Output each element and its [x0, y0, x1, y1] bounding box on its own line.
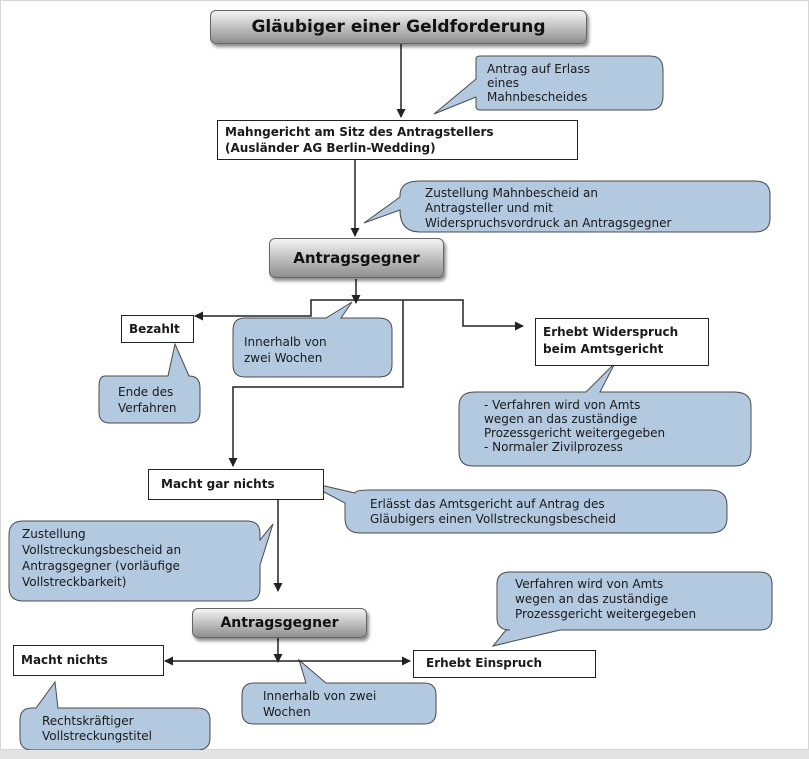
- callout-bubble-antrag-erlass: [433, 55, 664, 115]
- title-pill: Gläubiger einer Geldforderung: [210, 10, 587, 44]
- arrow-to-macht-gar-nichts: [228, 300, 404, 467]
- callout-bubble-verfahren-zivilprozess: [458, 362, 752, 467]
- callout-bubble-innerhalb-2: [241, 658, 437, 725]
- box-einspruch: Erhebt Einspruch: [413, 650, 596, 678]
- callout-bubble-zustellung-mahnbescheid: [363, 180, 771, 233]
- callout-bubble-innerhalb-1: [232, 301, 393, 378]
- callout-antrag-erlass: Antrag auf Erlass eines Mahnbescheides: [487, 62, 590, 104]
- callout-verfahren-prozessgericht: Verfahren wird von Amts wegen an das zus…: [515, 577, 697, 621]
- callout-rechtskraeftig: Rechtskräftiger Vollstreckungstitel: [42, 714, 153, 743]
- callout-zustellung-mahnbescheid: Zustellung Mahnbescheid an Antragsteller…: [425, 186, 672, 230]
- callout-bubble-ende-verfahren: [98, 342, 201, 424]
- box-mahngericht: Mahngericht am Sitz des Antragstellers (…: [217, 120, 578, 160]
- box-widerspruch: Erhebt Widerspruch beim Amtsgericht: [535, 318, 709, 366]
- callout-bubble-zustellung-vollstreckung: [8, 520, 274, 602]
- bottom-bar: [0, 750, 809, 759]
- arrow-to-bezahlt: [194, 299, 356, 321]
- arrow-to-widerspruch: [356, 299, 524, 331]
- callout-bubble-erlaesst-amtsgericht: [302, 480, 728, 534]
- callout-innerhalb-2: Innerhalb von zwei Wochen: [263, 689, 377, 719]
- callout-innerhalb-1: Innerhalb von zwei Wochen: [244, 335, 327, 365]
- box-bezahlt: Bezahlt: [121, 315, 194, 343]
- callout-erlaesst-amtsgericht: Erlässt das Amtsgericht auf Antrag des G…: [370, 497, 617, 526]
- pill-antragsgegner-1: Antragsgegner: [269, 238, 444, 278]
- box-macht-nichts: Macht nichts: [13, 645, 164, 676]
- box-macht-gar-nichts: Macht gar nichts: [148, 469, 324, 500]
- callout-bubble-rechtskraeftig: [19, 680, 211, 751]
- pill-antragsgegner-2: Antragsgegner: [192, 608, 367, 638]
- callout-zustellung-vollstreckung: Zustellung Vollstreckungsbescheid an Ant…: [22, 527, 182, 589]
- callout-ende-verfahren: Ende des Verfahren: [118, 385, 177, 415]
- callout-bubble-verfahren-prozessgericht: [491, 571, 773, 647]
- callout-verfahren-zivilprozess: - Verfahren wird von Amts wegen an das z…: [484, 398, 666, 454]
